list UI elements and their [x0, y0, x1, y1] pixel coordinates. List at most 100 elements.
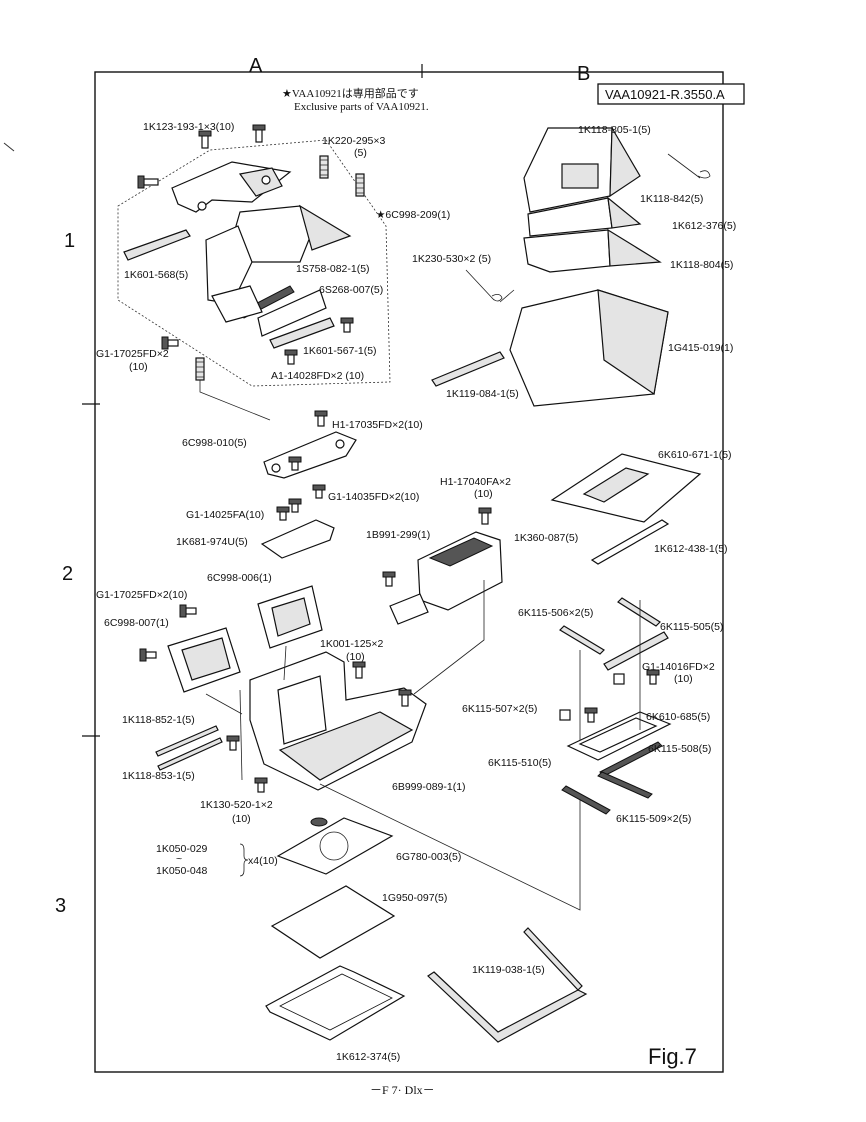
screw-icon: [284, 349, 298, 365]
leader-line: [413, 580, 485, 695]
screw-icon: [252, 124, 266, 143]
callout-g1-14016fd-qty: (10): [674, 673, 693, 685]
callout-6k115-509: 6K115-509×2(5): [616, 813, 691, 825]
bar-1k612-438: [590, 519, 670, 565]
callout-6g780-003: 6G780-003(5): [396, 851, 461, 863]
callout-6k610-685: 6K610-685(5): [646, 711, 710, 723]
callout-washer-qty: x4(10): [248, 855, 278, 867]
frame-6c998-006-glass: [271, 597, 311, 637]
page-footer: －F 7· Dlx－: [370, 1083, 435, 1097]
screw-icon: [478, 507, 492, 525]
callout-h1-17040fa-qty: (10): [474, 488, 493, 500]
callout-g1-14035fd: G1-14035FD×2(10): [328, 491, 419, 503]
screw-icon: [179, 604, 197, 618]
callout-a1-14028fd: A1-14028FD×2 (10): [271, 370, 364, 382]
callout-1k118-842: 1K118-842(5): [640, 193, 703, 205]
callout-1k220-295: 1K220-295×3: [322, 135, 386, 147]
callout-1k118-804: 1K118-804(5): [670, 259, 733, 271]
tray-slot: [582, 467, 650, 503]
callout-1g415-019: 1G415-019(1): [668, 342, 733, 354]
bar-6k115-506: [603, 631, 669, 671]
leader-line: [199, 380, 271, 421]
callout-1k681-974u: 1K681-974U(5): [176, 536, 248, 548]
callout-1k612-438: 1K612-438-1(5): [654, 543, 728, 555]
bracket-hole: [197, 201, 207, 211]
block-6k115-507: [559, 709, 571, 721]
callout-6s268-007: 6S268-007(5): [319, 284, 383, 296]
bar-6k115-509: [597, 771, 653, 799]
brace-icon: [239, 843, 249, 877]
screw-icon: [161, 336, 179, 350]
lens-housing-top: [428, 537, 494, 567]
leader-line: [319, 783, 581, 911]
callout-6k115-510: 6K115-510(5): [488, 757, 551, 769]
screw-icon: [646, 669, 660, 685]
row-label-1: 1: [64, 230, 75, 252]
rod-1k118-853: [157, 737, 223, 771]
callout-6k115-505: 6K115-505(5): [660, 621, 723, 633]
spring-icon: [195, 357, 205, 381]
callout-g1-14016fd: G1-14016FD×2: [642, 661, 715, 673]
block-6k115-507: [613, 673, 625, 685]
callout-1k001-125-qty: (10): [346, 651, 365, 663]
bar-6k115-506: [559, 625, 605, 655]
spring-icon: [355, 173, 365, 197]
callout-6c998-006: 6C998-006(1): [207, 572, 272, 584]
range-tilde: ~: [176, 853, 182, 865]
callout-1k612-376: 1K612-376(5): [672, 220, 736, 232]
spring-wire-icon: [465, 269, 515, 303]
bar-6k115-509: [561, 785, 611, 815]
lens-housing-arm: [389, 593, 429, 625]
callout-1k119-084: 1K119-084-1(5): [446, 388, 519, 400]
spring-wire-icon: [667, 153, 711, 179]
chassis-window: [277, 675, 327, 745]
callout-g1-17025fd-qty: (10): [129, 361, 148, 373]
screw-icon: [198, 130, 212, 149]
callout-1k118-853: 1K118-853-1(5): [122, 770, 195, 782]
chassis-floor: [278, 711, 414, 781]
screw-icon: [314, 410, 328, 427]
screw-icon: [276, 506, 290, 521]
screw-icon: [226, 735, 240, 751]
figure-code-box: [597, 83, 745, 105]
callout-1b991-299: 1B991-299(1): [366, 529, 430, 541]
screw-icon: [312, 484, 326, 499]
ccd-bar: [257, 289, 327, 337]
callout-6k610-671: 6K610-671-1(5): [658, 449, 732, 461]
bar-6k115-505: [617, 597, 661, 627]
exclusive-note-en: Exclusive parts of VAA10921.: [294, 101, 429, 113]
leader-line: [579, 600, 641, 740]
bracket-clip: [238, 167, 283, 197]
mirror-frame: [205, 225, 253, 305]
cover-window: [561, 163, 599, 189]
callout-h1-17040fa: H1-17040FA×2: [440, 476, 511, 488]
exclusive-note-jp: ★VAA10921は専用部品です: [282, 86, 419, 100]
cover-1k118-805-wing: [609, 125, 641, 198]
callout-g1-17025fd: G1-17025FD×2: [96, 348, 169, 360]
screw-icon: [254, 777, 268, 793]
bracket-lower: [211, 285, 263, 323]
column-label-a: A: [249, 55, 263, 77]
bracket-6c998-010: [263, 431, 357, 479]
washer-icon: [310, 817, 328, 827]
callout-6k115-506: 6K115-506×2(5): [518, 607, 593, 619]
screw-icon: [288, 498, 302, 513]
callout-g1-17025fd-b: G1-17025FD×2(10): [96, 589, 187, 601]
leader-line: [283, 645, 287, 681]
callout-g1-14025fa: G1-14025FA(10): [186, 509, 264, 521]
callout-1k601-568: 1K601-568(5): [124, 269, 188, 281]
row-label-2: 2: [62, 563, 73, 585]
rod-1k119-084: [431, 351, 505, 387]
bracket-hole: [271, 463, 281, 473]
frame-6k610-685-inner: [578, 717, 658, 753]
cover-1k118-804-wing: [607, 228, 662, 267]
callout-6k115-508: 6K115-508(5): [648, 743, 711, 755]
screw-icon: [139, 648, 157, 662]
callout-6c998-209: ★6C998-209(1): [376, 209, 450, 221]
screw-icon: [382, 571, 396, 587]
callout-1k050-048: 1K050-048: [156, 865, 208, 877]
callout-1k130-520: 1K130-520-1×2: [200, 799, 273, 811]
callout-6c998-010: 6C998-010(5): [182, 437, 247, 449]
rail-1k119-038: [427, 971, 588, 1043]
